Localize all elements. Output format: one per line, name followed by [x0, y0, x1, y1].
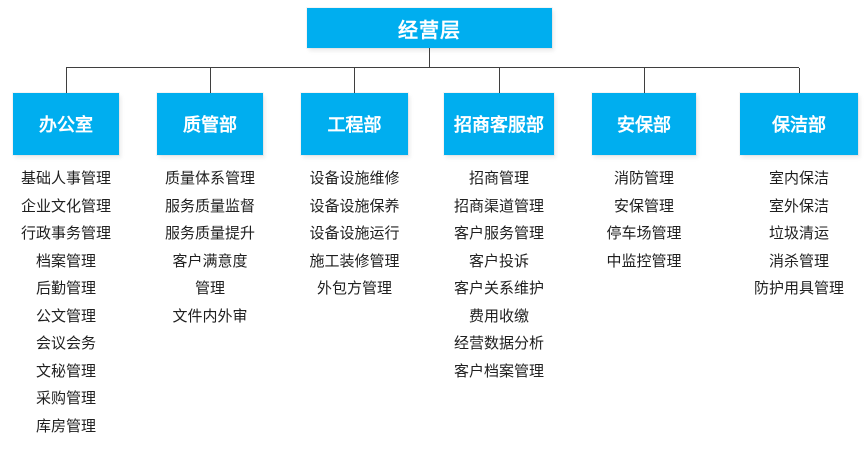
function-item: 行政事务管理 — [20, 225, 111, 242]
function-item: 客户档案管理 — [453, 362, 544, 380]
function-item: 基础人事管理 — [20, 170, 111, 187]
connector-stub — [210, 68, 211, 93]
department-name: 工程部 — [327, 115, 382, 135]
root-node-label: 经营层 — [398, 19, 461, 42]
function-item: 文秘管理 — [35, 362, 96, 380]
root-node-management: 经营层 — [307, 8, 552, 48]
function-item: 会议会务 — [35, 335, 96, 352]
connector-stub — [499, 68, 500, 93]
function-item: 中监控管理 — [606, 252, 682, 270]
department-column-office: 办公室 基础人事管理企业文化管理行政事务管理档案管理后勤管理公文管理会议会务文秘… — [1, 93, 131, 440]
department-column-quality: 质管部 质量体系管理服务质量监督服务质量提升客户满意度管理文件内外审 — [145, 93, 275, 330]
function-item: 档案管理 — [35, 252, 96, 270]
function-item: 招商渠道管理 — [453, 197, 544, 215]
department-node: 安保部 — [592, 93, 696, 155]
function-item: 垃圾清运 — [768, 225, 829, 242]
department-node: 质管部 — [157, 93, 263, 155]
function-item: 服务质量监督 — [164, 197, 255, 215]
connector-stub — [644, 68, 645, 93]
department-function-list: 设备设施维修设备设施保养设备设施运行施工装修管理外包方管理 — [289, 165, 420, 303]
connector-stub — [799, 68, 800, 93]
function-item: 消杀管理 — [768, 252, 829, 270]
department-name: 安保部 — [617, 115, 671, 135]
function-item: 公文管理 — [35, 307, 96, 325]
function-item: 客户投诉 — [468, 252, 529, 270]
department-column-cleaning: 保洁部 室内保洁室外保洁垃圾清运消杀管理防护用具管理 — [728, 93, 866, 303]
function-item: 防护用具管理 — [753, 280, 844, 297]
department-node: 工程部 — [301, 93, 408, 155]
department-node: 招商客服部 — [444, 93, 554, 155]
department-function-list: 消防管理安保管理停车场管理中监控管理 — [580, 165, 708, 275]
function-item: 企业文化管理 — [20, 197, 111, 215]
function-item: 文件内外审 — [172, 307, 248, 325]
connector-bus — [66, 67, 799, 68]
function-item: 外包方管理 — [316, 280, 392, 297]
function-item: 服务质量提升 — [164, 225, 255, 242]
function-item: 库房管理 — [35, 417, 96, 435]
department-name: 办公室 — [39, 115, 93, 135]
function-item: 费用收缴 — [468, 307, 529, 325]
function-item: 停车场管理 — [606, 225, 682, 242]
department-node: 办公室 — [13, 93, 119, 155]
function-item: 后勤管理 — [35, 280, 96, 297]
function-item: 经营数据分析 — [453, 335, 544, 352]
function-item: 管理 — [194, 280, 225, 297]
function-item: 采购管理 — [35, 390, 96, 407]
function-item: 质量体系管理 — [164, 170, 255, 187]
department-function-list: 基础人事管理企业文化管理行政事务管理档案管理后勤管理公文管理会议会务文秘管理采购… — [1, 165, 131, 440]
department-column-security: 安保部 消防管理安保管理停车场管理中监控管理 — [580, 93, 708, 275]
connector-stub — [354, 68, 355, 93]
function-item: 设备设施保养 — [309, 197, 400, 215]
function-item: 施工装修管理 — [309, 252, 400, 270]
department-function-list: 招商管理招商渠道管理客户服务管理客户投诉客户关系维护费用收缴经营数据分析客户档案… — [432, 165, 566, 385]
department-name: 保洁部 — [772, 115, 826, 135]
connector-stub — [66, 68, 67, 93]
function-item: 室外保洁 — [768, 197, 829, 215]
function-item: 客户满意度 — [172, 252, 248, 270]
department-name: 招商客服部 — [454, 115, 544, 135]
connector-root-drop — [429, 48, 430, 67]
function-item: 客户服务管理 — [453, 225, 544, 242]
function-item: 设备设施运行 — [309, 225, 400, 242]
function-item: 设备设施维修 — [309, 170, 400, 187]
department-function-list: 室内保洁室外保洁垃圾清运消杀管理防护用具管理 — [728, 165, 866, 303]
department-column-leasing-service: 招商客服部 招商管理招商渠道管理客户服务管理客户投诉客户关系维护费用收缴经营数据… — [432, 93, 566, 385]
department-column-engineering: 工程部 设备设施维修设备设施保养设备设施运行施工装修管理外包方管理 — [289, 93, 420, 303]
department-node: 保洁部 — [740, 93, 858, 155]
function-item: 客户关系维护 — [453, 280, 544, 297]
function-item: 安保管理 — [613, 197, 674, 215]
department-name: 质管部 — [183, 115, 237, 135]
function-item: 室内保洁 — [768, 170, 829, 187]
department-function-list: 质量体系管理服务质量监督服务质量提升客户满意度管理文件内外审 — [145, 165, 275, 330]
function-item: 招商管理 — [468, 170, 529, 187]
function-item: 消防管理 — [613, 170, 674, 187]
